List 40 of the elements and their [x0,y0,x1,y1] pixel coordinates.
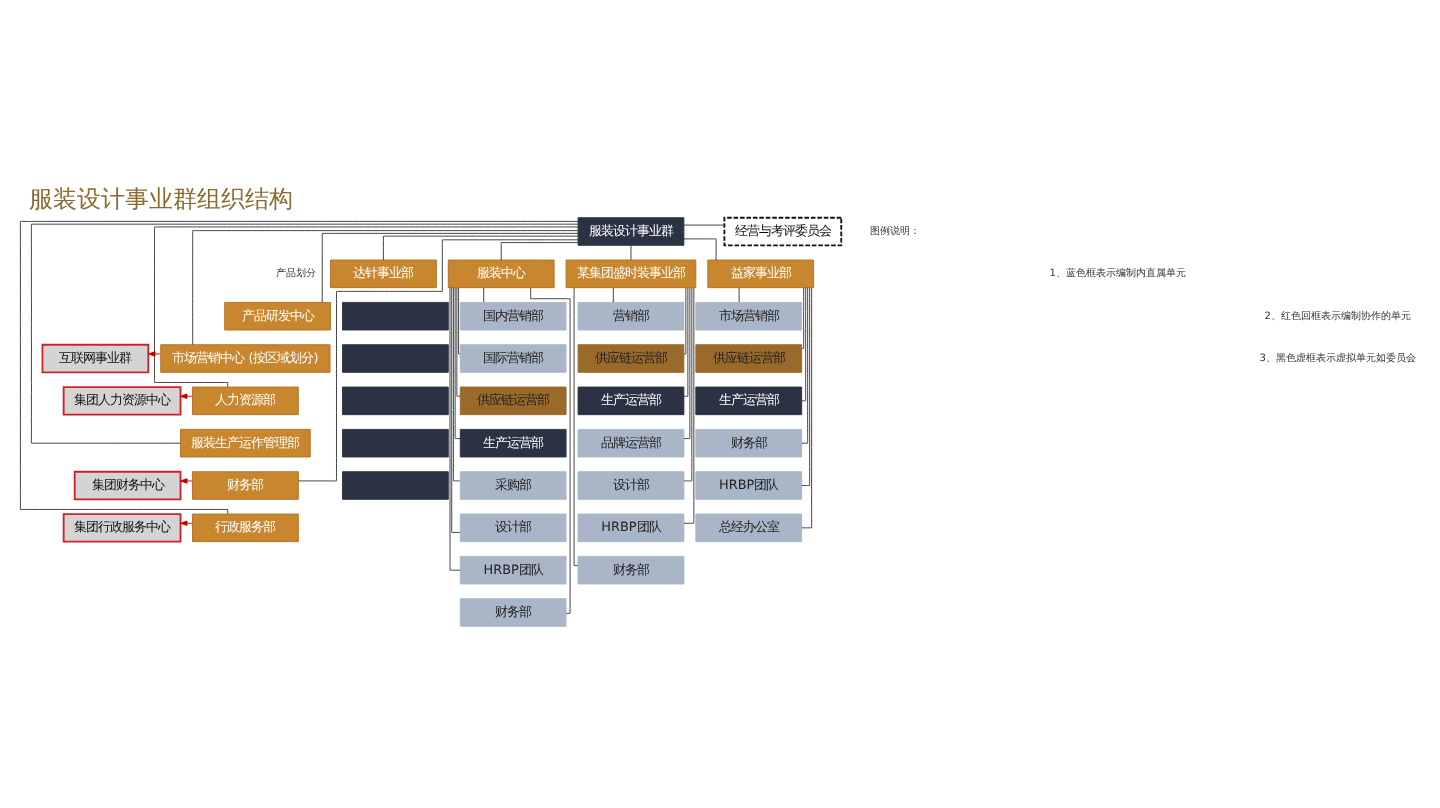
node-box [342,343,449,372]
diagram-title: 服装设计事业群组织结构 [28,183,293,212]
connector [458,286,461,354]
connector [738,286,740,302]
node-box [342,300,449,330]
connector [500,241,579,260]
connector [683,223,725,225]
connector [683,286,689,396]
node-box [342,385,449,415]
node-box [342,470,449,499]
connector [451,286,461,532]
connector [683,237,717,260]
connector [321,231,579,302]
connector [683,286,693,481]
connector [801,286,807,401]
connector [382,234,579,260]
connector [683,286,687,354]
connector [801,286,809,443]
connector [801,286,813,528]
connector [683,286,695,523]
connector [297,238,579,481]
connector [30,222,579,443]
connector [454,286,461,439]
connector [192,229,579,345]
connector [801,286,805,348]
connector [456,286,461,396]
connector [630,243,632,260]
connector [573,286,579,566]
arrow [180,477,193,483]
connector [801,286,811,485]
connector [683,286,691,439]
connector [530,286,571,613]
connector [612,286,614,302]
connector [19,219,579,514]
arrow [148,350,161,356]
connector [449,286,461,570]
connector [154,225,579,387]
node-box [342,427,449,457]
connector [483,286,485,302]
connector [452,286,461,481]
